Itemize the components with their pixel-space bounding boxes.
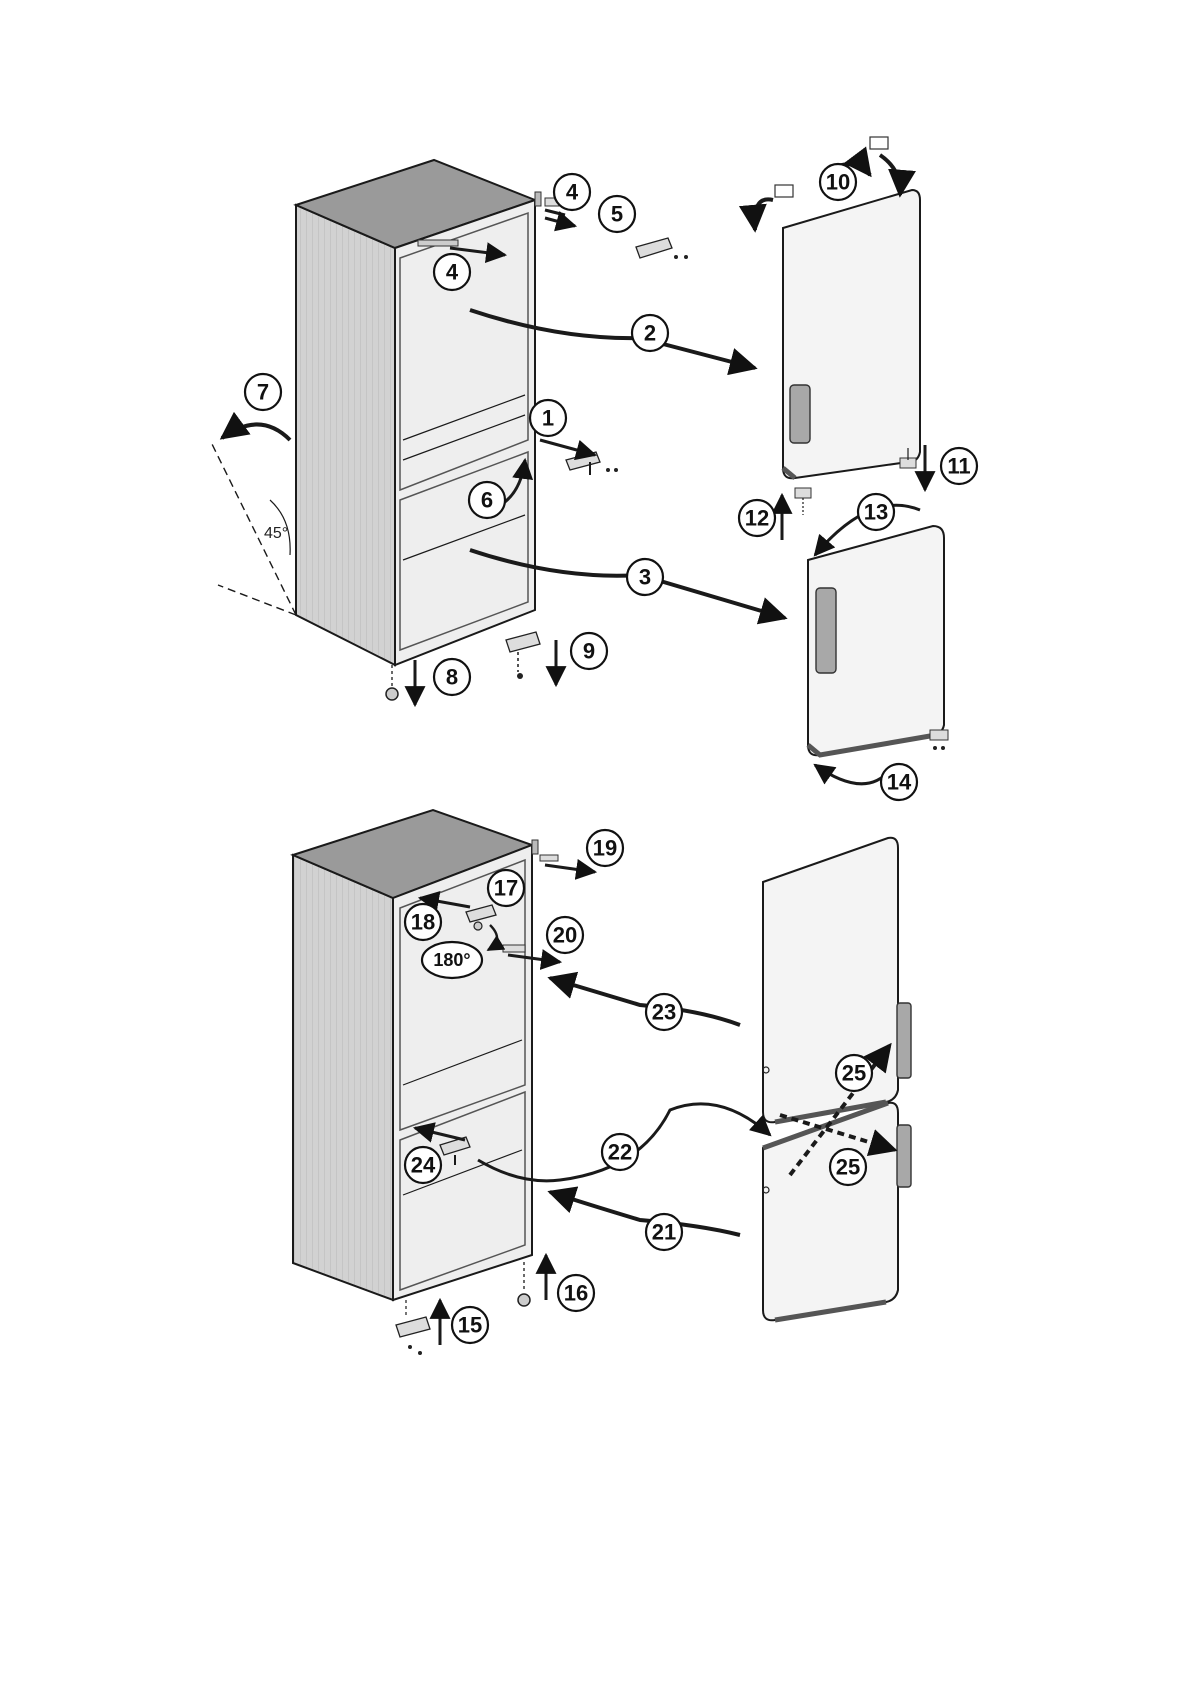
svg-text:4: 4 (566, 180, 579, 205)
pin-20 (503, 945, 525, 952)
lower-door-bracket (930, 730, 948, 750)
rotation-label: 180° (422, 942, 482, 978)
svg-text:24: 24 (411, 1153, 436, 1178)
tilt-angle-label: 45° (264, 525, 288, 542)
svg-text:5: 5 (611, 202, 623, 227)
lower-door-bottom (763, 1103, 911, 1321)
callout-11-11: 11 (941, 448, 977, 484)
top-step-illustration: 45° (210, 137, 977, 800)
arrow-21 (550, 1192, 740, 1235)
callout-25-11: 25 (830, 1149, 866, 1185)
callout-23-8: 23 (646, 994, 682, 1030)
callout-14-14: 14 (881, 764, 917, 800)
svg-text:180°: 180° (433, 950, 470, 970)
upper-door-top (783, 190, 920, 478)
callout-7-7: 7 (245, 374, 281, 410)
callout-19-4: 19 (587, 830, 623, 866)
callout-16-1: 16 (558, 1275, 594, 1311)
callout-1: 1 (530, 400, 566, 436)
svg-text:8: 8 (446, 665, 458, 690)
svg-text:4: 4 (446, 260, 459, 285)
callout-25-10: 25 (836, 1055, 872, 1091)
svg-text:9: 9 (583, 639, 595, 664)
svg-text:25: 25 (842, 1061, 866, 1086)
callout-13-13: 13 (858, 494, 894, 530)
svg-text:20: 20 (553, 923, 577, 948)
arrow-14 (815, 765, 890, 784)
callout-21-6: 21 (646, 1214, 682, 1250)
foot-screw-bottom (518, 1262, 530, 1306)
svg-text:1: 1 (542, 406, 554, 431)
svg-text:6: 6 (481, 488, 493, 513)
svg-text:18: 18 (411, 910, 435, 935)
svg-text:16: 16 (564, 1281, 588, 1306)
callout-12-12: 12 (739, 500, 775, 536)
arrow-10a (755, 199, 773, 230)
door-hinge-pin-left (795, 488, 811, 515)
callout-24-9: 24 (405, 1147, 441, 1183)
callout-15: 15 (452, 1307, 488, 1343)
callout-20-5: 20 (547, 917, 583, 953)
pin-19 (540, 855, 558, 861)
svg-text:25: 25 (836, 1155, 860, 1180)
arrow-1 (540, 440, 595, 455)
foot-screw (386, 665, 398, 700)
callout-6-6: 6 (469, 482, 505, 518)
callout-8-8: 8 (434, 659, 470, 695)
arrow-10c (880, 155, 900, 195)
svg-text:17: 17 (494, 876, 518, 901)
lower-door-top (808, 526, 944, 755)
svg-text:2: 2 (644, 321, 656, 346)
svg-text:15: 15 (458, 1313, 482, 1338)
callout-4-3: 4 (554, 174, 590, 210)
hinge-cover-right (870, 137, 888, 149)
callout-9-9: 9 (571, 633, 607, 669)
svg-text:22: 22 (608, 1140, 632, 1165)
arrow-4a (545, 210, 565, 215)
arrow-5 (545, 218, 575, 226)
callout-17-2: 17 (488, 870, 524, 906)
callout-2-1: 2 (632, 315, 668, 351)
svg-text:13: 13 (864, 500, 888, 525)
arrow-7 (222, 424, 290, 440)
callout-22-7: 22 (602, 1134, 638, 1170)
top-hinge-part (636, 238, 688, 259)
arrow-23 (550, 978, 740, 1025)
callout-10-10: 10 (820, 164, 856, 200)
callout-18-3: 18 (405, 904, 441, 940)
svg-text:14: 14 (887, 770, 912, 795)
svg-text:10: 10 (826, 170, 850, 195)
callout-3-2: 3 (627, 559, 663, 595)
svg-text:23: 23 (652, 1000, 676, 1025)
svg-text:21: 21 (652, 1220, 676, 1245)
callout-5-5: 5 (599, 196, 635, 232)
callout-4-4: 4 (434, 254, 470, 290)
bottom-hinge-bottom (396, 1300, 430, 1355)
arrow-19 (545, 865, 595, 872)
fridge-cabinet-top (210, 160, 541, 665)
svg-text:7: 7 (257, 380, 269, 405)
svg-text:3: 3 (639, 565, 651, 590)
svg-text:19: 19 (593, 836, 617, 861)
bottom-hinge-part (506, 632, 540, 679)
bottom-step-illustration: 180° 15 16 17 18 19 20 21 22 23 24 25 25 (293, 810, 911, 1355)
hinge-cover-left (775, 185, 793, 197)
svg-text:12: 12 (745, 506, 769, 531)
svg-text:11: 11 (947, 454, 970, 479)
